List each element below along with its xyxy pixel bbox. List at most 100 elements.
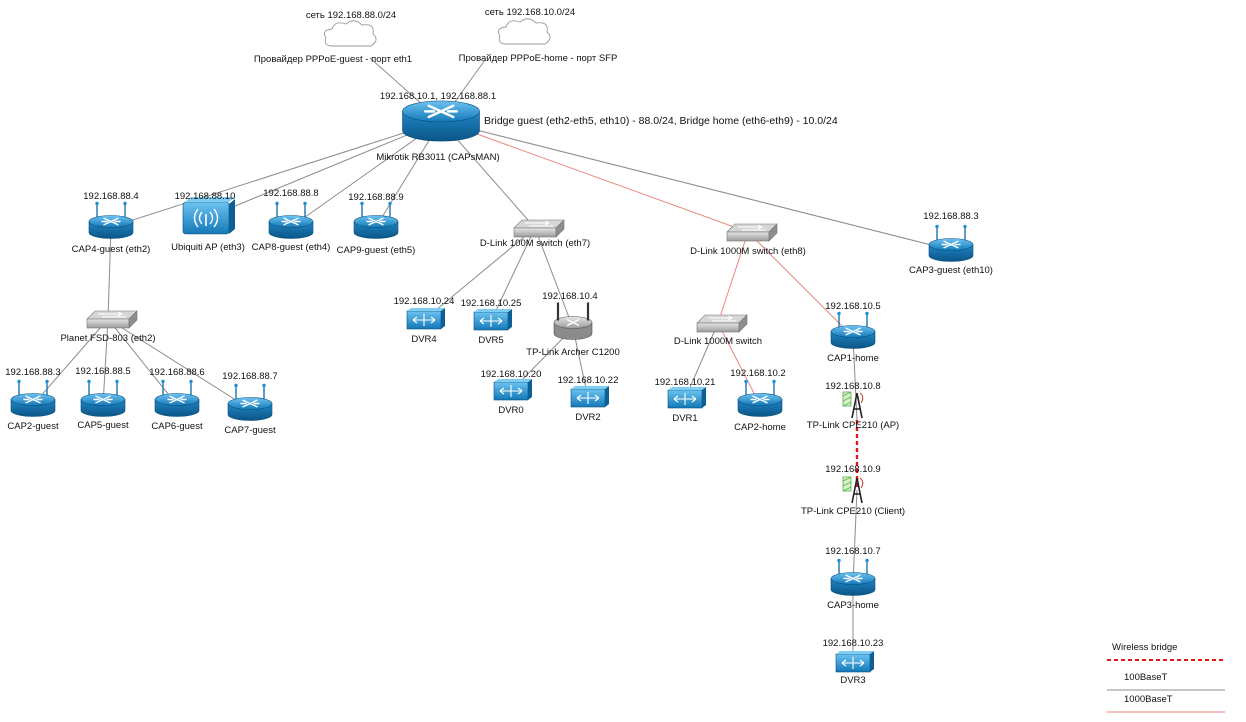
wifi-router-icon [928,224,974,262]
device-label: CAP6-guest [151,421,203,432]
link-cap4-planet [107,226,112,320]
link-planet-cap5guest [102,318,109,406]
switch-icon [696,314,748,333]
switch-icon [726,223,778,242]
ip-label: 192.168.10.5 [825,301,880,312]
home-router-icon [553,302,593,340]
wifi-router-icon [737,379,783,417]
wifi-router-icon [268,201,314,239]
link-cpe_client-cap3home [852,489,858,585]
ip-label: 192.168.10.23 [823,638,884,649]
node-planet[interactable]: Planet FSD-803 (eth2) [60,310,156,344]
node-dlink1000b[interactable]: D-Link 1000M switch [674,314,762,347]
cpe-icon [842,391,864,419]
ip-label: 192.168.88.7 [222,371,277,382]
device-label: CAP8-guest (eth4) [252,242,331,253]
legend-item-100: 100BaseT [1107,672,1225,691]
ip-label: 192.168.88.10 [175,191,236,202]
link-dlink1000a-cap1home [747,231,854,338]
switch-icon [86,310,138,329]
wifi-router-icon [80,379,126,417]
legend-label: 1000BaseT [1124,694,1173,705]
dvr-icon [570,386,609,408]
cloud-icon [498,18,551,45]
ip-label: 192.168.10.22 [558,375,619,386]
ip-label: 192.168.88.8 [263,188,318,199]
link-dlink100-dvr5 [490,227,536,322]
ip-label: 192.168.10.25 [461,298,522,309]
link-mikrotik-cap3guest [440,120,952,251]
switch-icon [513,219,565,238]
device-label: DVR3 [840,675,865,686]
access-point-icon [182,197,235,235]
link-planet-cap2guest [32,318,109,406]
link-cap1home-cpe_ap [852,336,858,421]
dvr-icon [473,309,512,331]
device-label: Ubiquiti AP (eth3) [171,242,245,253]
dvr-icon [493,379,532,401]
node-cpe_client[interactable]: 192.168.10.9TP-Link CPE210 (Client) [801,464,905,517]
wifi-router-icon [227,383,273,421]
device-label: CAP3-guest (eth10) [909,265,993,276]
wifi-router-icon [830,311,876,349]
ip-label: 192.168.10.7 [825,546,880,557]
device-label: CAP2-home [734,422,786,433]
node-dlink1000a[interactable]: D-Link 1000M switch (eth8) [690,223,806,257]
ip-label: 192.168.88.3 [5,367,60,378]
ip-label: 192.168.88.4 [83,191,138,202]
link-mikrotik-cap4 [110,120,442,228]
wifi-router-icon [353,201,399,239]
links-layer [32,57,952,663]
device-label: CAP3-home [827,600,879,611]
link-mikrotik-ubiquiti [205,120,442,219]
device-label: D-Link 1000M switch (eth8) [690,246,806,257]
link-dlink100-archer [534,227,574,329]
ip-label: 192.168.88.9 [348,192,403,203]
ip-label: 192.168.10.20 [481,369,542,380]
node-archer[interactable]: 192.168.10.4TP-Link Archer C1200 [526,291,619,358]
wifi-router-icon [154,379,200,417]
ip-label: 192.168.88.6 [149,367,204,378]
link-planet-cap7guest [107,318,251,410]
ip-label: 192.168.10.1, 192.168.88.1 [380,91,496,102]
core-router-icon [402,100,480,142]
device-label: Planet FSD-803 (eth2) [60,333,155,344]
bridge-note: Bridge guest (eth2-eth5, eth10) - 88.0/2… [484,115,838,127]
device-label: D-Link 100M switch (eth7) [480,238,590,249]
device-label: DVR2 [575,412,600,423]
link-dlink1000b-cap2home [717,322,761,406]
ip-label: 192.168.10.24 [394,296,455,307]
ip-label: 192.168.10.8 [825,381,880,392]
device-label: D-Link 1000M switch [674,336,762,347]
dvr-icon [406,308,445,330]
device-label: DVR4 [411,334,436,345]
link-planet-cap6guest [107,318,178,406]
node-cpe_ap[interactable]: 192.168.10.8TP-Link CPE210 (AP) [807,381,899,431]
node-dlink100[interactable]: D-Link 100M switch (eth7) [480,219,590,249]
wifi-router-icon [88,201,134,239]
ip-label: 192.168.10.2 [730,368,785,379]
ip-label: 192.168.10.9 [825,464,880,475]
